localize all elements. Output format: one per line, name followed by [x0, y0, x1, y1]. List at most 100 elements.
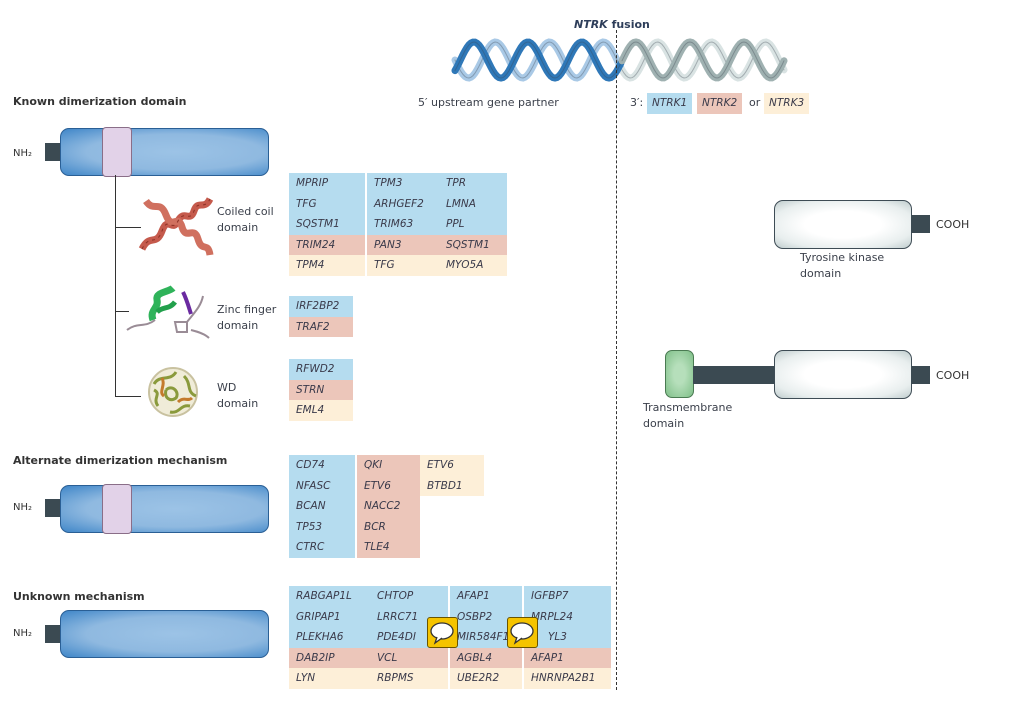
- helix-strand: [451, 38, 625, 82]
- unknown-mechanism-heading: Unknown mechanism: [13, 590, 145, 603]
- c-terminus-stub: [911, 215, 930, 233]
- tyrosine-kinase-domain: [774, 350, 912, 399]
- tyrosine-kinase-domain: [774, 200, 912, 249]
- gene-cell: CTRC: [289, 537, 355, 558]
- transmembrane-domain: [665, 350, 694, 398]
- gene-cell: LMNA: [439, 193, 507, 215]
- gene-cell: NFASC: [289, 475, 355, 497]
- table-column: RFWD2 STRN EML4: [289, 359, 353, 421]
- zinc-finger-structure-icon: [126, 285, 210, 339]
- wd-label-2: domain: [217, 397, 259, 410]
- cooh-label: COOH: [936, 369, 970, 382]
- gene-cell: QKI: [357, 455, 420, 476]
- gene-cell: GRIPAP1: [289, 606, 370, 628]
- helix-strand: [618, 38, 788, 82]
- gene-cell: VCL: [370, 647, 448, 669]
- coiled-coil-label: Coiled coil: [217, 205, 274, 218]
- table-column: IGFBP7 MRPL24 YL3 AFAP1 HNRNPA2B1: [524, 586, 611, 689]
- gene-cell: TPM3: [367, 173, 439, 194]
- gene-cell: NACC2: [357, 496, 420, 517]
- comment-icon[interactable]: [507, 617, 538, 648]
- gene-cell: HNRNPA2B1: [524, 668, 611, 689]
- gene-cell: CD74: [289, 455, 355, 476]
- gene-cell: MPRIP: [289, 173, 365, 194]
- nh2-label: NH₂: [13, 148, 33, 159]
- upstream-protein-bar: [60, 127, 269, 177]
- tyrosine-kinase-label: Tyrosine kinase: [800, 251, 885, 264]
- coiled-coil-partner-table: MPRIP TFG SQSTM1 TRIM24 TPM4 TPM3 ARHGEF…: [289, 173, 507, 276]
- gene-cell: BTBD1: [420, 475, 484, 497]
- nh2-label: NH₂: [13, 502, 33, 513]
- ntrk1-label: NTRK1: [647, 93, 693, 114]
- table-column: MPRIP TFG SQSTM1 TRIM24 TPM4: [289, 173, 367, 276]
- dimerization-domain: [102, 484, 132, 534]
- nh2-label: NH₂: [13, 628, 33, 639]
- cooh-label: COOH: [936, 218, 970, 231]
- gene-cell: EML4: [289, 400, 353, 421]
- coiled-coil-structure-icon: [138, 197, 214, 256]
- wd-partner-table: RFWD2 STRN EML4: [289, 359, 353, 421]
- tree-branch-line: [115, 227, 141, 228]
- gene-cell: TPM4: [289, 255, 365, 276]
- dna-helix-icon: [451, 38, 788, 82]
- gene-cell: MYO5A: [439, 255, 507, 276]
- table-column: IRF2BP2 TRAF2: [289, 296, 353, 338]
- tree-trunk-line: [115, 175, 116, 397]
- wd-domain-structure-icon: [148, 367, 198, 417]
- upstream-partner-label: 5′ upstream gene partner: [418, 96, 559, 109]
- gene-cell: AFAP1: [450, 586, 522, 607]
- gene-cell: TRIM63: [367, 214, 439, 235]
- gene-cell: MRPL24: [524, 606, 611, 628]
- gene-cell: MIR584F1: [450, 627, 522, 648]
- gene-cell: PPL: [439, 214, 507, 235]
- helix-strand: [618, 38, 788, 82]
- gene-cell: TFG: [367, 255, 439, 276]
- helix-strand-edge: [621, 41, 785, 79]
- table-column: QKI ETV6 NACC2 BCR TLE4: [357, 455, 420, 558]
- gene-cell: TLE4: [357, 537, 420, 558]
- coiled-coil-label-2: domain: [217, 221, 259, 234]
- gene-cell: CHTOP: [370, 586, 448, 607]
- gene-cell: YL3: [524, 627, 611, 648]
- or-label: or: [749, 96, 761, 109]
- upstream-protein-bar: [60, 610, 269, 658]
- three-prime-label: 3′:: [630, 96, 644, 109]
- comment-icon[interactable]: [427, 617, 458, 648]
- unknown-partner-table: RABGAP1L GRIPAP1 PLEKHA6 DAB2IP LYN CHTO…: [289, 586, 611, 689]
- wd-label: WD: [217, 381, 237, 394]
- gene-cell: DAB2IP: [289, 647, 370, 669]
- gene-cell: LYN: [289, 668, 370, 689]
- alternate-partner-table: CD74 NFASC BCAN TP53 CTRC QKI ETV6 NACC2…: [289, 455, 484, 558]
- ntrk3-label: NTRK3: [764, 93, 810, 114]
- gene-cell: ARHGEF2: [367, 193, 439, 215]
- dimerization-domain: [102, 127, 132, 177]
- tree-branch-line: [115, 311, 129, 312]
- upstream-protein-bar: [60, 484, 269, 534]
- gene-cell: AFAP1: [524, 647, 611, 669]
- n-terminus-stub: [45, 625, 61, 643]
- gene-cell: RABGAP1L: [289, 586, 370, 607]
- gene-cell: IGFBP7: [524, 586, 611, 607]
- gene-cell: STRN: [289, 379, 353, 401]
- n-terminus-stub: [45, 499, 61, 517]
- table-column: ETV6 BTBD1: [420, 455, 484, 497]
- gene-cell: ETV6: [420, 455, 484, 476]
- gene-cell: TRAF2: [289, 316, 353, 338]
- gene-cell: BCR: [357, 516, 420, 538]
- tyrosine-kinase-label-2: domain: [800, 267, 842, 280]
- helix-strand-edge: [454, 41, 622, 79]
- table-column: AFAP1 OSBP2 MIR584F1 AGBL4 UBE2R2: [450, 586, 524, 689]
- gene-cell: TP53: [289, 516, 355, 538]
- gene-cell: SQSTM1: [439, 234, 507, 256]
- known-dimerization-heading: Known dimerization domain: [13, 95, 187, 108]
- table-column: RABGAP1L GRIPAP1 PLEKHA6 DAB2IP LYN: [289, 586, 370, 689]
- zinc-finger-label: Zinc finger: [217, 303, 277, 316]
- table-column: CD74 NFASC BCAN TP53 CTRC: [289, 455, 357, 558]
- zinc-finger-partner-table: IRF2BP2 TRAF2: [289, 296, 353, 338]
- linker-region: [693, 366, 775, 384]
- table-column: TPR LMNA PPL SQSTM1 MYO5A: [439, 173, 507, 276]
- gene-cell: PLEKHA6: [289, 627, 370, 648]
- n-terminus-stub: [45, 143, 61, 161]
- fusion-breakpoint-line: [616, 30, 617, 690]
